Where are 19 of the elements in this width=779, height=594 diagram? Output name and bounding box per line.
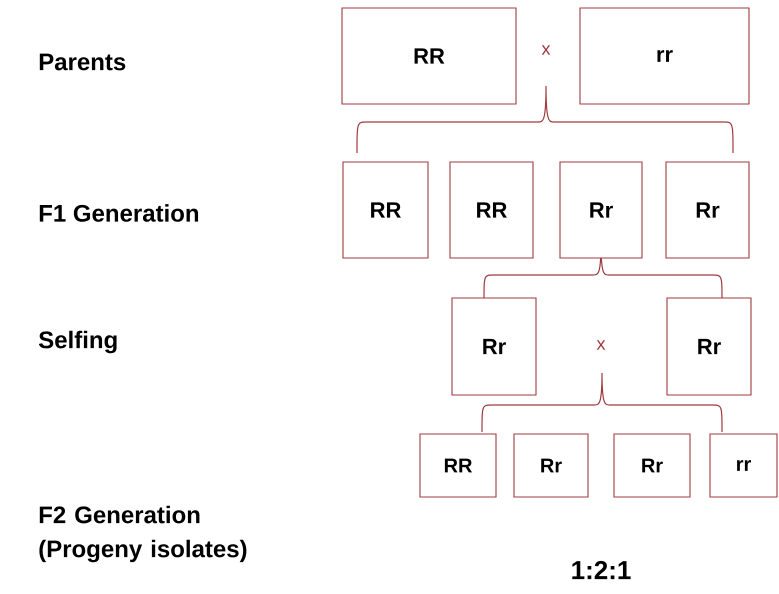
genotype-box: rr [709,433,778,498]
genotype-box: rr [579,7,750,105]
genotype-box: Rr [451,297,537,396]
genotype-box: Rr [559,161,643,259]
generation-label: Selfing [38,330,117,354]
genotype-box: RR [419,433,497,498]
ratio-label: 1:2:1 [572,560,631,580]
genotype-box: RR [449,161,534,259]
cross-symbol: x [596,340,606,350]
genotype-box: RR [341,7,517,105]
genotype-box: Rr [665,161,750,259]
generation-label: Parents [40,54,126,70]
genotype-box: Rr [613,433,691,498]
cross-symbol: x [542,45,550,55]
genotype-box: RR [342,161,429,259]
generation-label: F2 Generation (Progeny isolates) [39,506,246,562]
genotype-box: Rr [666,297,752,396]
genotype-box: Rr [513,433,589,498]
generation-label: F1 Generation [40,204,198,222]
